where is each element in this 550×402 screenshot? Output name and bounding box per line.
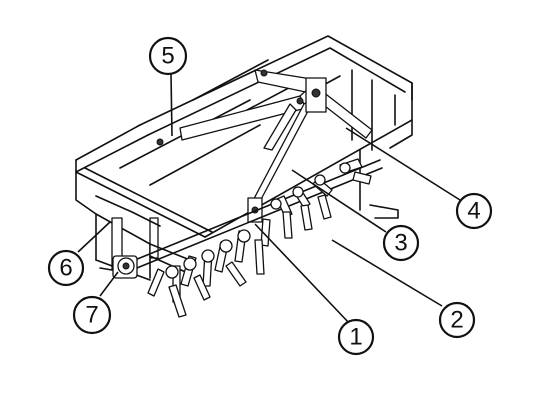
leader-3: [291, 169, 387, 233]
callout-4-label: 4: [467, 198, 480, 225]
leader-1: [254, 223, 351, 325]
callout-3: 3: [382, 224, 420, 262]
callout-1-label: 1: [349, 324, 362, 351]
hitch-a-frame: [156, 69, 373, 223]
callout-7-label: 7: [85, 302, 98, 329]
leader-2: [331, 239, 443, 307]
callout-7: 7: [72, 295, 112, 335]
bearing-assembly: [99, 255, 138, 279]
leader-4: [345, 127, 461, 201]
leader-lines: [77, 73, 461, 325]
callout-3-label: 3: [394, 230, 407, 257]
callout-4: 4: [455, 192, 493, 230]
leader-7: [99, 271, 119, 297]
callout-2-label: 2: [450, 307, 463, 334]
leader-5: [170, 73, 173, 137]
callout-6-label: 6: [59, 255, 72, 282]
callout-6: 6: [47, 249, 85, 287]
callout-1: 1: [337, 318, 375, 356]
leader-6: [77, 221, 111, 253]
callout-5: 5: [148, 36, 188, 76]
callout-5-label: 5: [161, 43, 174, 70]
tine-row-upper: [260, 158, 372, 247]
tine-shaft: [129, 159, 383, 271]
tine-row-lower: [147, 229, 265, 318]
callout-2: 2: [438, 301, 476, 339]
